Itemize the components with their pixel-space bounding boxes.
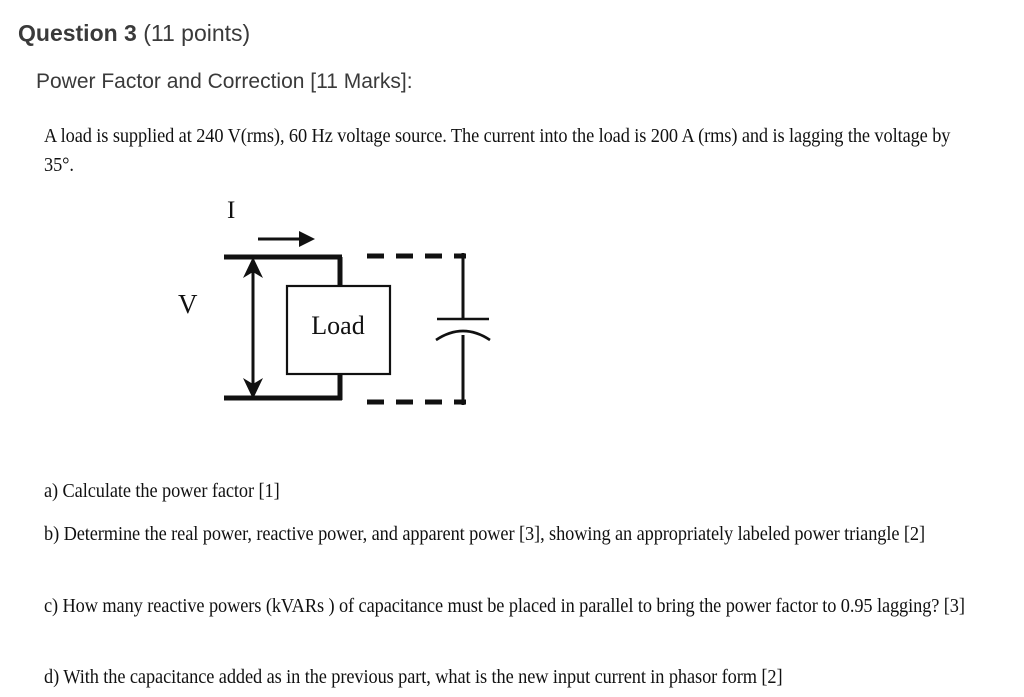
question-number: Question 3	[18, 20, 137, 46]
voltage-arrow-icon	[243, 257, 263, 399]
intro-paragraph: A load is supplied at 240 V(rms), 60 Hz …	[44, 126, 951, 176]
capacitor-symbol	[435, 253, 491, 405]
section-subtitle: Power Factor and Correction [11 Marks]:	[36, 70, 413, 93]
question-part-a: a) Calculate the power factor [1]	[44, 481, 280, 502]
load-label: Load	[311, 311, 364, 340]
current-label: I	[227, 197, 235, 224]
question-part-d: d) With the capacitance added as in the …	[44, 667, 783, 688]
question-part-b: b) Determine the real power, reactive po…	[44, 524, 925, 545]
current-arrow-icon	[258, 231, 315, 247]
question-points: (11 points)	[136, 20, 251, 46]
page-title: Question 3 (11 points)	[18, 20, 250, 46]
voltage-label: V	[178, 289, 198, 319]
circuit-diagram: I V Load	[175, 185, 505, 425]
load-box	[285, 284, 392, 376]
question-part-c: c) How many reactive powers (kVARs ) of …	[44, 596, 965, 617]
